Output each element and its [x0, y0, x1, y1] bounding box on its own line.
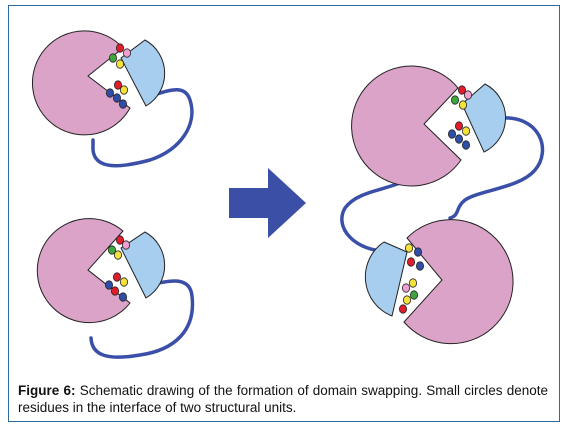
residue-dot [111, 286, 120, 296]
residue-dot [450, 95, 459, 105]
residue-dot [457, 85, 466, 95]
residue-dot [113, 93, 122, 103]
residue-dot [413, 247, 422, 257]
residue-dot [401, 283, 410, 293]
caption-label: Figure 6: [18, 383, 76, 398]
residues-dimer [398, 85, 472, 314]
residue-dot [454, 134, 463, 144]
residue-dot [105, 280, 114, 290]
swapped-linker [340, 116, 545, 252]
residue-dot [402, 295, 411, 305]
domain-swapping-diagram [31, 30, 545, 359]
residue-dot [409, 290, 418, 300]
monomer-top [31, 30, 194, 168]
residue-dot [120, 85, 129, 95]
residue-dot [406, 257, 415, 267]
large-domain-bottom [36, 218, 131, 324]
residue-dot [114, 250, 123, 260]
residue-dot [408, 278, 417, 288]
residue-dot [120, 277, 129, 287]
residue-dot [454, 121, 463, 131]
residue-dot [461, 126, 470, 136]
residue-dot [463, 90, 472, 100]
residue-dot [398, 304, 407, 314]
residue-dot [415, 261, 424, 271]
residue-dot [108, 245, 117, 255]
linker-top [91, 88, 194, 168]
residue-dot [119, 99, 128, 109]
residue-dot [109, 53, 118, 63]
dimer-small-domain-bottom [364, 241, 408, 317]
dimer-large-domain-top [351, 65, 462, 187]
residue-dot [404, 243, 413, 253]
monomer-bottom [36, 218, 195, 359]
residue-dot [116, 59, 125, 69]
dimer-large-domain-bottom [403, 219, 514, 345]
residue-dot [123, 48, 132, 58]
small-domain-top [120, 39, 166, 107]
dimer-small-domain-top [461, 83, 506, 153]
residue-dot [122, 240, 131, 250]
residue-dot [116, 235, 125, 245]
residues-top [106, 43, 132, 109]
residue-dot [447, 129, 456, 139]
caption-text: Schematic drawing of the formation of do… [18, 383, 548, 415]
residue-dot [458, 100, 467, 110]
residue-dot [113, 272, 122, 282]
residue-dot [114, 80, 123, 90]
right-arrow-icon [229, 168, 306, 238]
small-domain-bottom [120, 231, 166, 299]
domain-swapped-dimer [340, 65, 545, 345]
linker-bottom [89, 279, 195, 359]
residue-dot [106, 88, 115, 98]
residues-bottom [105, 235, 131, 302]
residue-dot [119, 292, 128, 302]
residue-dot [461, 140, 470, 150]
residue-dot [116, 43, 125, 53]
large-domain-top [31, 30, 131, 136]
figure-caption: Figure 6: Schematic drawing of the forma… [18, 382, 548, 416]
